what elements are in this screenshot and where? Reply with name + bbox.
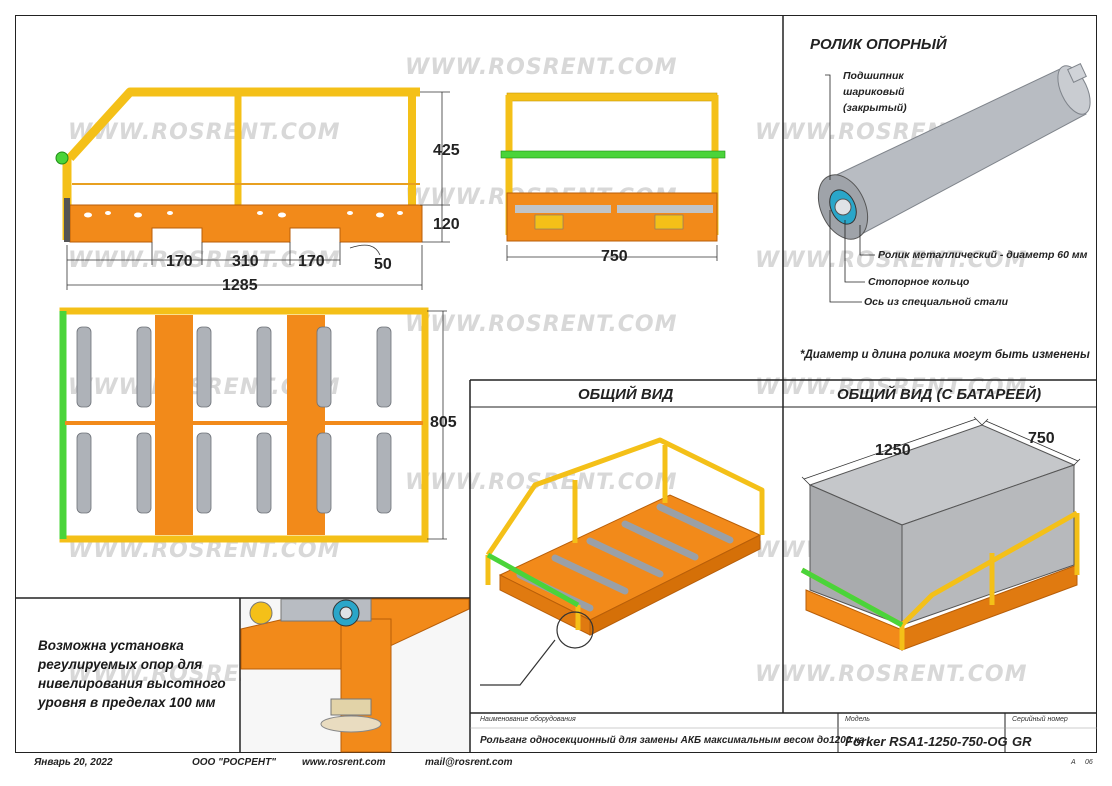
bearing-label-3: (закрытый) xyxy=(843,102,907,114)
bearing-label-1: Подшипник xyxy=(843,70,904,82)
dim-height-base: 120 xyxy=(433,216,460,233)
iso-view-drawing xyxy=(480,437,765,686)
dim-length: 1285 xyxy=(222,277,258,294)
footer-date: Январь 20, 2022 xyxy=(34,757,113,768)
roller-drawing xyxy=(817,63,1091,303)
dim-offset: 50 xyxy=(374,256,392,273)
side-view-drawing xyxy=(55,87,450,290)
dim-iso-length: 1250 xyxy=(875,442,911,459)
dim-depth-plan: 805 xyxy=(430,414,457,431)
dim-iso-width: 750 xyxy=(1028,430,1055,447)
dim-height-top: 425 xyxy=(433,142,460,159)
ring-label: Стопорное кольцо xyxy=(868,276,970,288)
adjust-note: Возможна установка регулируемых опор для… xyxy=(38,638,226,710)
watermark: WWW.ROSRENT.COM xyxy=(68,248,341,273)
watermark: WWW.ROSRENT.COM xyxy=(405,55,678,80)
roller-title: РОЛИК ОПОРНЫЙ xyxy=(810,36,947,53)
footer-mail[interactable]: mail@rosrent.com xyxy=(425,757,513,768)
watermark: WWW.ROSRENT.COM xyxy=(755,375,1028,400)
serial-value: GR xyxy=(1012,734,1032,749)
metal-roller-label: Ролик металлический - диаметр 60 мм xyxy=(878,249,1088,261)
dim-seg3: 170 xyxy=(298,253,325,270)
footer-site[interactable]: www.rosrent.com xyxy=(302,757,386,768)
bearing-label-2: шариковый xyxy=(843,86,905,98)
view-general-title: ОБЩИЙ ВИД xyxy=(578,386,674,403)
roller-note: *Диаметр и длина ролика могут быть измен… xyxy=(800,349,1090,361)
view-general-battery-title: ОБЩИЙ ВИД (С БАТАРЕЕЙ) xyxy=(837,386,1042,403)
equipment-caption: Наименование оборудования xyxy=(480,716,576,723)
watermark: WWW.ROSRENT.COM xyxy=(755,662,1028,687)
sheet-a: A xyxy=(1071,759,1076,766)
watermark: WWW.ROSRENT.COM xyxy=(68,120,341,145)
watermark: WWW.ROSRENT.COM xyxy=(405,312,678,337)
dim-seg2: 310 xyxy=(232,253,259,270)
dim-width-front: 750 xyxy=(601,248,628,265)
sheet-b: 06 xyxy=(1085,759,1093,766)
foot-detail-drawing xyxy=(240,598,470,753)
drawing-sheet xyxy=(15,15,1097,753)
equipment-value: Рольганг односекционный для замены АКБ м… xyxy=(480,735,865,746)
front-view-drawing xyxy=(500,92,726,261)
axis-label: Ось из специальной стали xyxy=(864,296,1009,308)
iso-battery-drawing xyxy=(800,416,1081,651)
watermark: WWW.ROSRENT.COM xyxy=(755,248,1028,273)
serial-caption: Серийный номер xyxy=(1012,716,1068,723)
model-caption: Модель xyxy=(845,716,870,723)
model-value: Forker RSA1-1250-750-OG xyxy=(845,734,1008,749)
footer-company: ООО "РОСРЕНТ" xyxy=(192,757,276,768)
dim-seg1: 170 xyxy=(166,253,193,270)
plan-view-drawing xyxy=(59,307,447,543)
